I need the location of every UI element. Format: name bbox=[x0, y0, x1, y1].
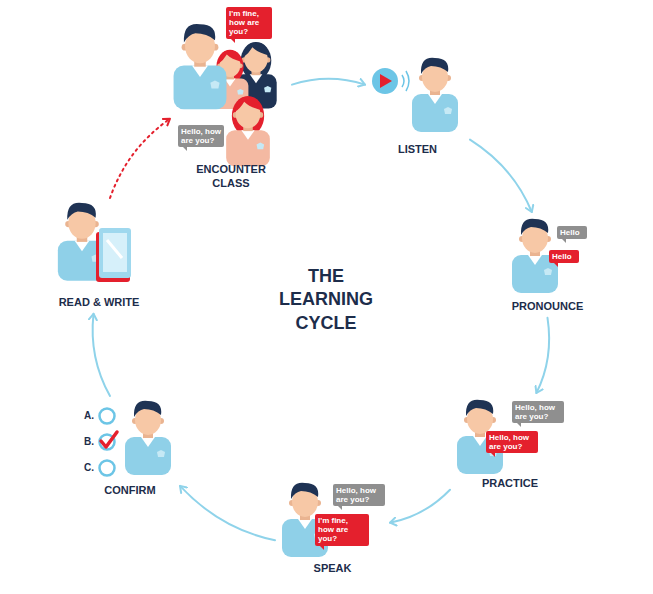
stage-node: CONFIRM bbox=[80, 396, 180, 502]
collar bbox=[141, 437, 155, 447]
collar bbox=[428, 94, 442, 104]
badge bbox=[210, 81, 219, 89]
badge bbox=[444, 107, 452, 114]
cycle-arrow bbox=[470, 140, 532, 212]
stage-label: LISTEN bbox=[365, 143, 470, 157]
play-icon bbox=[372, 68, 398, 94]
cycle-arrow bbox=[390, 490, 450, 523]
speech-bubble: Hello bbox=[549, 250, 579, 263]
check-mark bbox=[101, 432, 117, 447]
hair bbox=[291, 483, 318, 499]
stage-illustration bbox=[80, 396, 180, 484]
bubble-text: Hello bbox=[552, 252, 576, 261]
collar bbox=[75, 241, 90, 252]
badge bbox=[544, 268, 552, 275]
hair bbox=[184, 24, 215, 43]
option-circle bbox=[100, 409, 115, 424]
speech-bubble: Hello, how are you? bbox=[486, 431, 538, 453]
stage-label: PRACTICE bbox=[470, 477, 550, 491]
badge bbox=[157, 450, 165, 457]
cycle-arrow bbox=[93, 314, 110, 396]
stage-node: PRONOUNCEHelloHello bbox=[495, 212, 600, 318]
sound-wave bbox=[406, 71, 409, 91]
collar bbox=[250, 74, 263, 83]
hair-back bbox=[232, 96, 264, 136]
screen-glare bbox=[107, 240, 122, 258]
stage-illustration bbox=[44, 198, 154, 296]
speech-bubble: Hello, how are you? bbox=[333, 484, 385, 506]
play-triangle bbox=[380, 74, 392, 88]
stage-node: PRACTICE Hello, how are you? Hello, how ar… bbox=[450, 393, 570, 495]
option-letter: C. bbox=[84, 462, 94, 473]
bubble-text: Hello, how are you? bbox=[336, 486, 382, 504]
speech-bubble: Hello, how are you? bbox=[178, 125, 224, 147]
bubble-text: Hello, how are you? bbox=[489, 433, 535, 451]
cycle-arrow bbox=[536, 318, 549, 393]
hair bbox=[219, 51, 241, 64]
tablet-screen bbox=[103, 233, 127, 272]
tablet bbox=[99, 228, 131, 278]
bubble-text: I'm fine, how are you? bbox=[229, 9, 269, 37]
stage-label: SPEAK bbox=[293, 562, 373, 576]
torso bbox=[174, 66, 227, 110]
stage-label: ENCOUNTER CLASS bbox=[186, 163, 276, 191]
cycle-arrow bbox=[110, 119, 170, 198]
torso bbox=[412, 94, 458, 132]
stage-node: ENCOUNTER CLASS I'm fine, how are you? Hel… bbox=[170, 5, 292, 195]
hair bbox=[421, 58, 448, 74]
option-letter: B. bbox=[84, 436, 94, 447]
cycle-arrow bbox=[180, 486, 275, 540]
collar bbox=[192, 66, 208, 78]
collar bbox=[473, 436, 487, 446]
hair-back bbox=[241, 42, 272, 80]
collar bbox=[528, 255, 542, 265]
option-letter: A. bbox=[84, 410, 94, 421]
stage-label: PRONOUNCE bbox=[495, 300, 600, 314]
speech-bubble: Hello, how are you? bbox=[512, 401, 564, 423]
hair bbox=[134, 401, 161, 417]
sound-wave bbox=[402, 75, 404, 87]
bubble-text: Hello, how are you? bbox=[181, 127, 221, 145]
stage-node: LISTEN bbox=[365, 55, 470, 161]
badge bbox=[257, 143, 265, 150]
stage-node: READ & WRITE bbox=[44, 198, 154, 314]
hair bbox=[235, 97, 262, 112]
speech-bubble: Hello bbox=[557, 226, 587, 239]
collar bbox=[241, 130, 254, 140]
bubble-text: I'm fine, how are you? bbox=[318, 516, 366, 544]
diagram-title: THE LEARNING CYCLE bbox=[271, 265, 381, 335]
stage-label: CONFIRM bbox=[90, 484, 170, 498]
bubble-text: Hello bbox=[560, 228, 584, 237]
bubble-text: Hello, how are you? bbox=[515, 403, 561, 421]
stage-label: READ & WRITE bbox=[44, 296, 154, 310]
stage-illustration bbox=[365, 55, 470, 143]
badge bbox=[237, 89, 243, 95]
cycle-arrow bbox=[292, 79, 365, 85]
speech-bubble: I'm fine, how are you? bbox=[226, 7, 272, 39]
hair bbox=[67, 203, 96, 220]
hair bbox=[243, 43, 268, 57]
torso bbox=[226, 130, 270, 166]
hair bbox=[521, 219, 548, 235]
torso bbox=[125, 437, 171, 475]
speech-bubble: I'm fine, how are you? bbox=[315, 514, 369, 546]
option-circle bbox=[100, 461, 115, 476]
badge bbox=[264, 86, 271, 92]
hair bbox=[466, 400, 493, 416]
stage-node: SPEAK Hello, how are you? I'm fine, how ar… bbox=[275, 476, 390, 580]
collar bbox=[298, 519, 312, 529]
